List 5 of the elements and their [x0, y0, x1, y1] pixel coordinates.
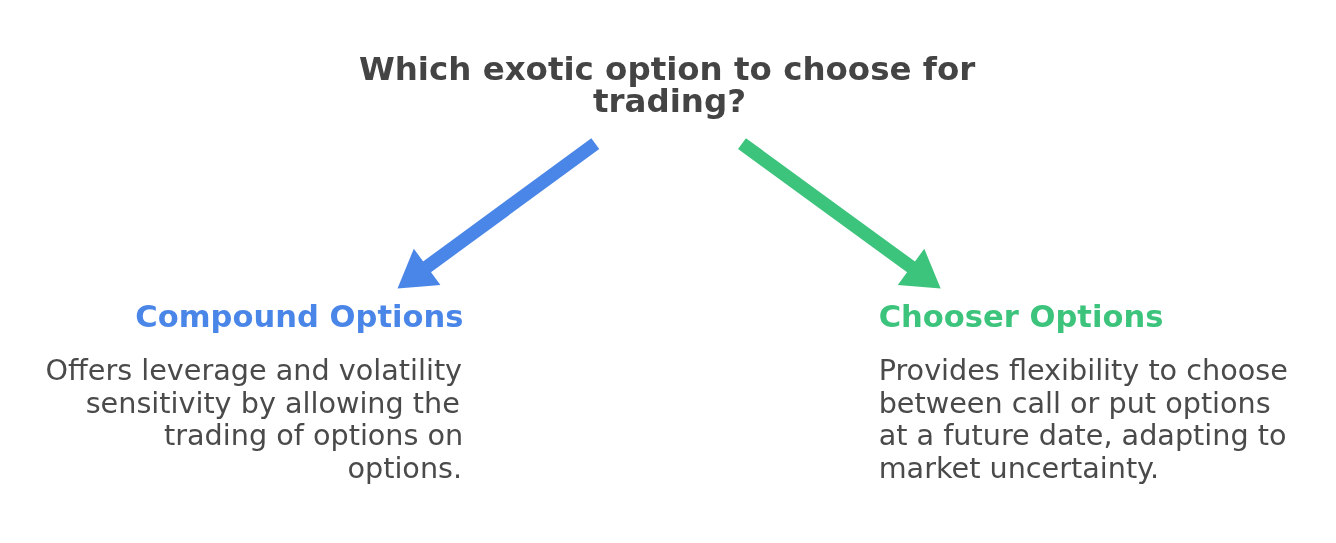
node-text: Compound Options Offers leverage and volatility sensitivity by allowing the trading of options on options.: [45, 298, 464, 485]
node-text: Which exotic option to choose for trading?: [358, 49, 976, 121]
arrow: [397, 138, 600, 289]
arrow: [738, 138, 941, 289]
node-text: Chooser Options Provides flexibility to choose between call or put options at a future date, adapting to market uncertainty.: [878, 298, 1288, 485]
